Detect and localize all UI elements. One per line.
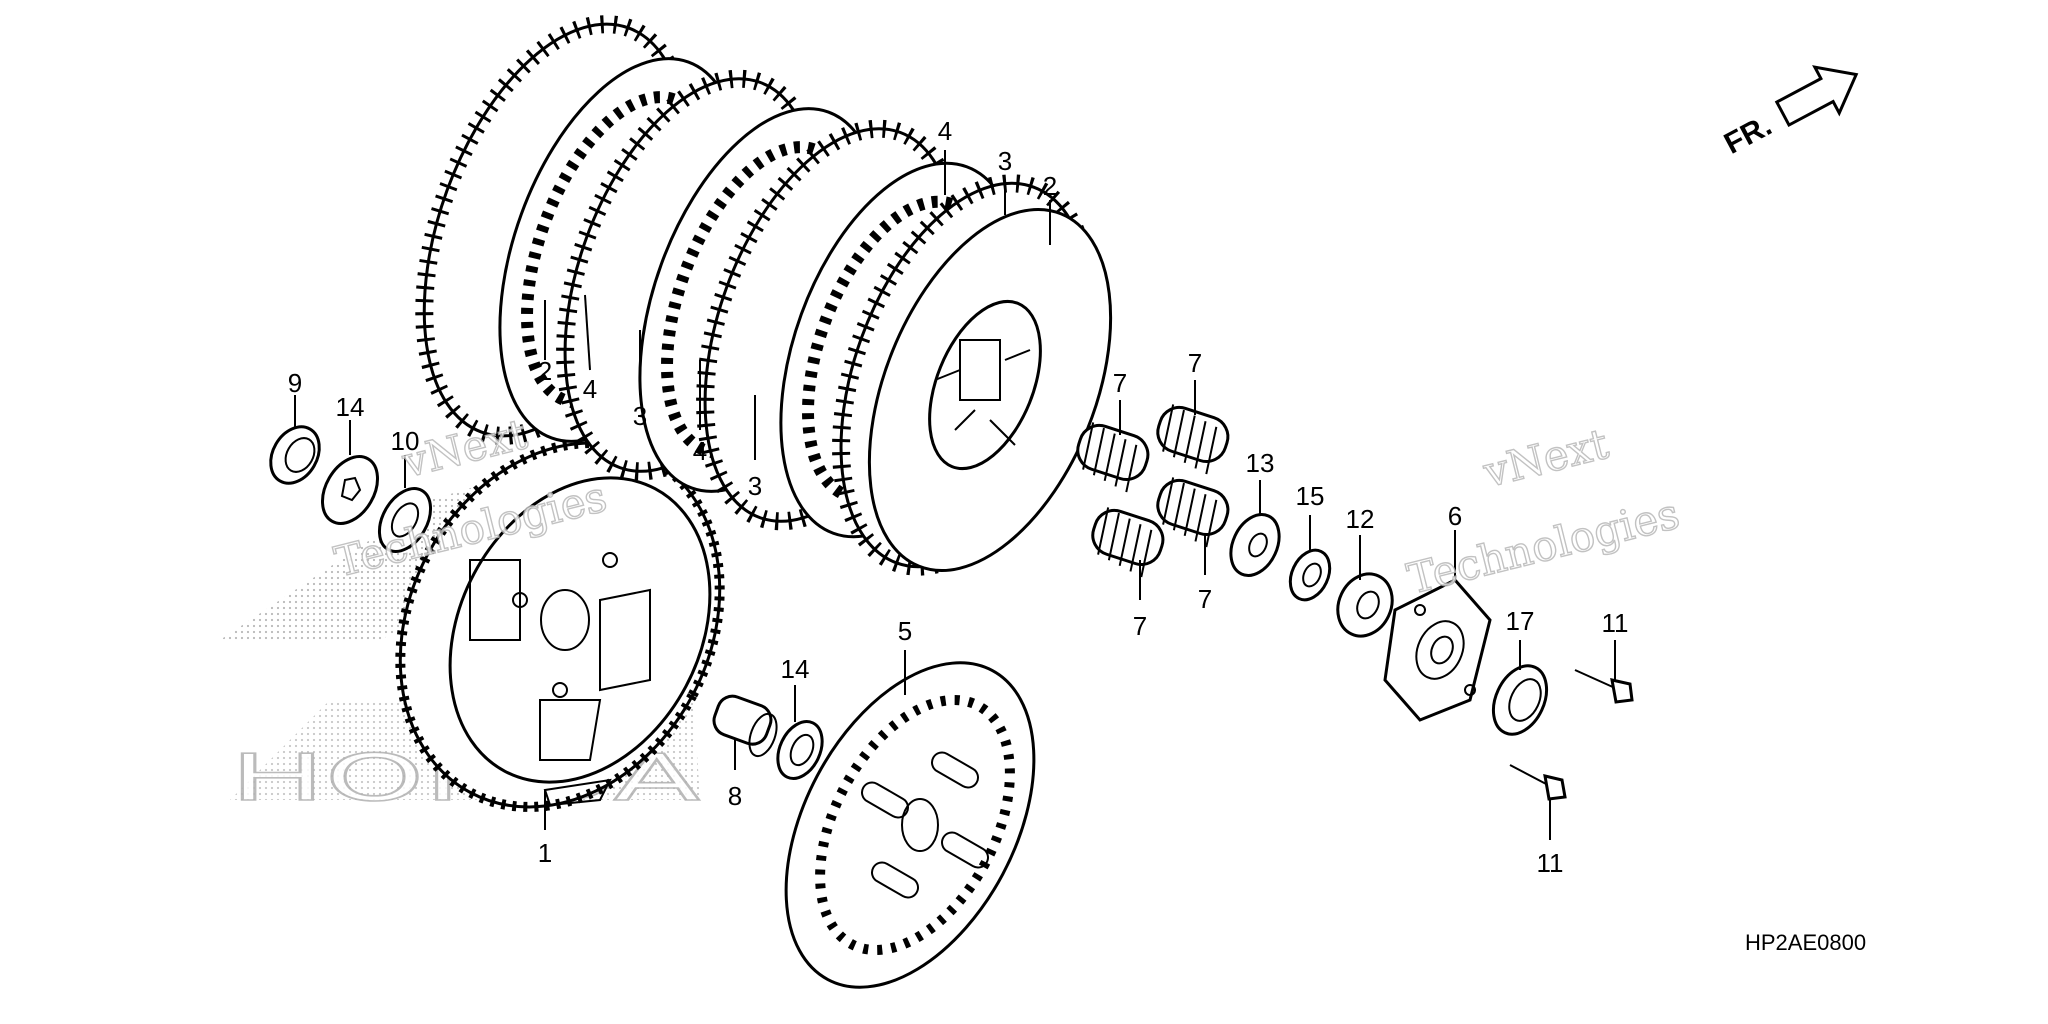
callout-8: 8 [728,781,742,811]
callout-3c: 3 [748,471,762,501]
clutch-lifter-6 [1383,578,1492,722]
washer-16 [321,455,379,525]
callout-2: 2 [1043,171,1057,201]
callout-4b: 4 [693,436,707,466]
washer-15 [1288,548,1332,602]
spring-4 [1091,507,1165,578]
watermark-right-line2: Technologies [1403,489,1685,604]
diagram-code: HP2AE0800 [1745,930,1866,955]
washer-14 [776,720,824,780]
spring-1 [1076,422,1150,493]
lifter-plate-12 [1336,572,1394,638]
callout-1: 1 [538,838,552,868]
callout-3d: 3 [998,146,1012,176]
callout-4c: 4 [938,116,952,146]
callout-16: 14 [336,392,365,422]
callout-labels: 9 14 10 2 4 3 4 3 4 3 2 7 7 13 15 12 6 7… [288,116,1629,878]
callout-13: 13 [1246,448,1275,478]
callout-7c: 7 [1198,584,1212,614]
watermark-right: vNext Technologies [1402,418,1685,604]
callout-7d: 7 [1133,611,1147,641]
callout-3b: 3 [633,401,647,431]
callout-7a: 7 [1113,368,1127,398]
leader-lines [294,150,1616,840]
bolt-11-lower [1509,764,1567,801]
callout-5: 5 [898,616,912,646]
pressure-plate-5 [784,661,1036,989]
callout-10: 10 [391,426,420,456]
callout-14: 14 [781,654,810,684]
front-label: FR. [1719,109,1777,161]
collar-8 [712,694,778,758]
callout-4a: 4 [583,374,597,404]
washer-10 [377,487,433,553]
callout-11a: 11 [1602,608,1629,638]
bolt-11-upper [1574,669,1634,704]
callout-9: 9 [288,368,302,398]
spring-2 [1156,404,1230,475]
front-arrow-icon [1774,65,1859,128]
callout-7b: 7 [1188,348,1202,378]
callout-15: 15 [1296,481,1325,511]
callout-11b: 11 [1537,848,1564,878]
clutch-outer [395,438,725,812]
clutch-center [867,207,1113,573]
callout-12: 12 [1346,504,1375,534]
spring-3 [1156,477,1230,548]
watermark-right-line1: vNext [1478,419,1613,497]
bearing-17 [1491,664,1549,736]
bearing-9 [269,425,321,485]
callout-17: 17 [1506,606,1535,636]
callout-3a: 2 [538,356,552,386]
washer-13 [1229,513,1281,577]
clutch-springs [1076,404,1230,578]
front-direction-indicator: FR. [1719,65,1859,161]
callout-6: 6 [1448,501,1462,531]
